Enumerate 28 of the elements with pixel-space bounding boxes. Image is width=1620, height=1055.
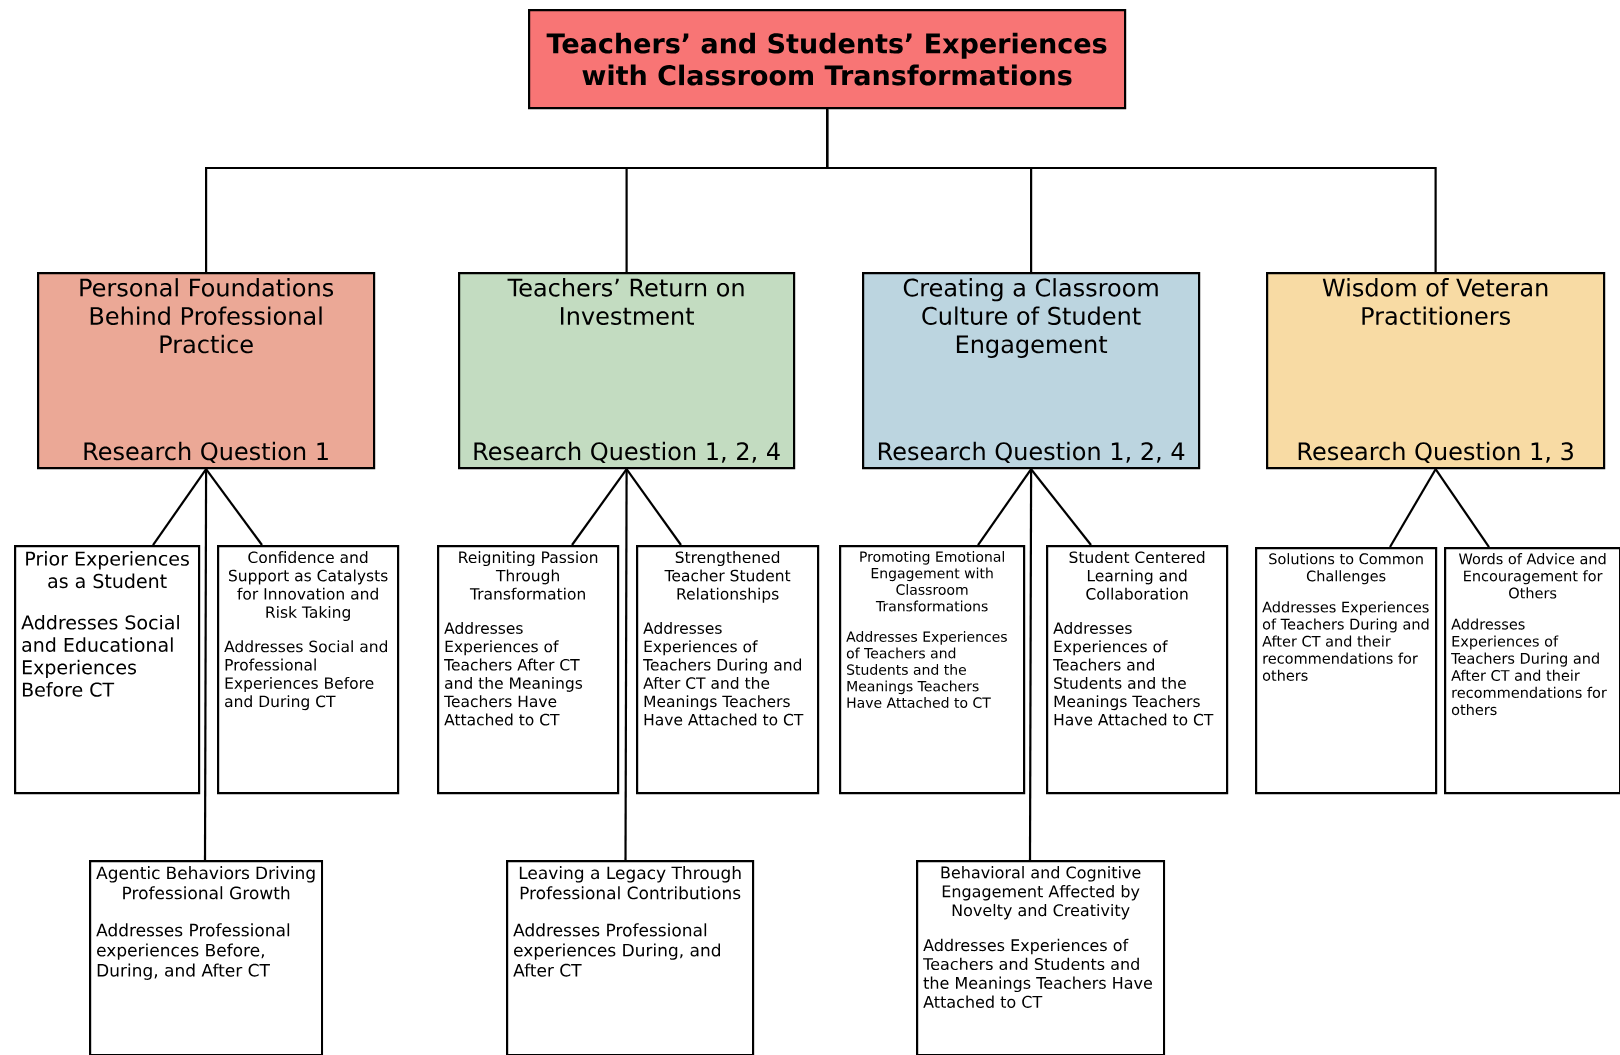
theme-box: Prior Experiences as a Student Addresses Social and Educational Experiences Before CT — [14, 545, 201, 795]
category-box: Personal Foundations Behind Professional Practice Research Question 1 — [37, 272, 376, 470]
title-box: Teachers’ and Students’ Experiences with Classroom Transformations — [528, 9, 1127, 110]
theme-box: Reigniting Passion Through Transformation Addresses Experiences of Teachers After CT and the Meanings Teachers Have Attached to CT — [437, 545, 620, 795]
connector-line — [1434, 468, 1490, 548]
connector-line — [1389, 468, 1437, 548]
connector-line — [152, 468, 207, 546]
category-box: Teachers’ Return on Investment Research Question 1, 2, 4 — [458, 272, 796, 470]
category-box: Creating a Classroom Culture of Student Engagement Research Question 1, 2, 4 — [862, 272, 1201, 470]
connector-line — [1028, 469, 1033, 860]
theme-box: Words of Advice and Encouragement for Others Addresses Experiences of Teachers During and After CT and their recommendations for others — [1444, 547, 1620, 795]
theme-box: Agentic Behaviors Driving Professional Growth Addresses Professional experiences Before, During, and After CT — [89, 860, 324, 1055]
connector-line — [625, 468, 682, 546]
theme-box: Promoting Emotional Engagement with Classroom Transformations Addresses Experiences of Teachers and Students and the Meanings Teachers Have Attached to CT — [839, 545, 1026, 795]
connector-line — [826, 109, 1437, 272]
theme-box: Solutions to Common Challenges Addresses Experiences of Teachers During and After CT and their recommendations for others — [1255, 547, 1438, 795]
theme-box: Leaving a Legacy Through Professional Contributions Addresses Professional experiences During, and After CT — [506, 860, 755, 1055]
category-box: Wisdom of Veteran Practitioners Research Question 1, 3 — [1266, 272, 1606, 470]
connector-line — [203, 469, 208, 860]
theme-box: Confidence and Support as Catalysts for Innovation and Risk Taking Addresses Social and Professional Experiences Before and During CT — [217, 545, 400, 795]
theme-box: Strengthened Teacher Student Relationships Addresses Experiences of Teachers During and After CT and the Meanings Teachers Have Attached to CT — [636, 545, 820, 795]
connector-line — [205, 468, 263, 546]
connector-line — [977, 468, 1032, 546]
theme-box: Student Centered Learning and Collaboration Addresses Experiences of Teachers and Students and the Meanings Teachers Have Attached to CT — [1046, 545, 1229, 795]
connector-line — [571, 468, 628, 546]
theme-box: Behavioral and Cognitive Engagement Affected by Novelty and Creativity Addresses Experiences of Teachers and Students and the Meanings Teachers Have Attached to CT — [916, 860, 1166, 1055]
connector-line — [1030, 468, 1092, 546]
connector-line — [624, 469, 628, 860]
